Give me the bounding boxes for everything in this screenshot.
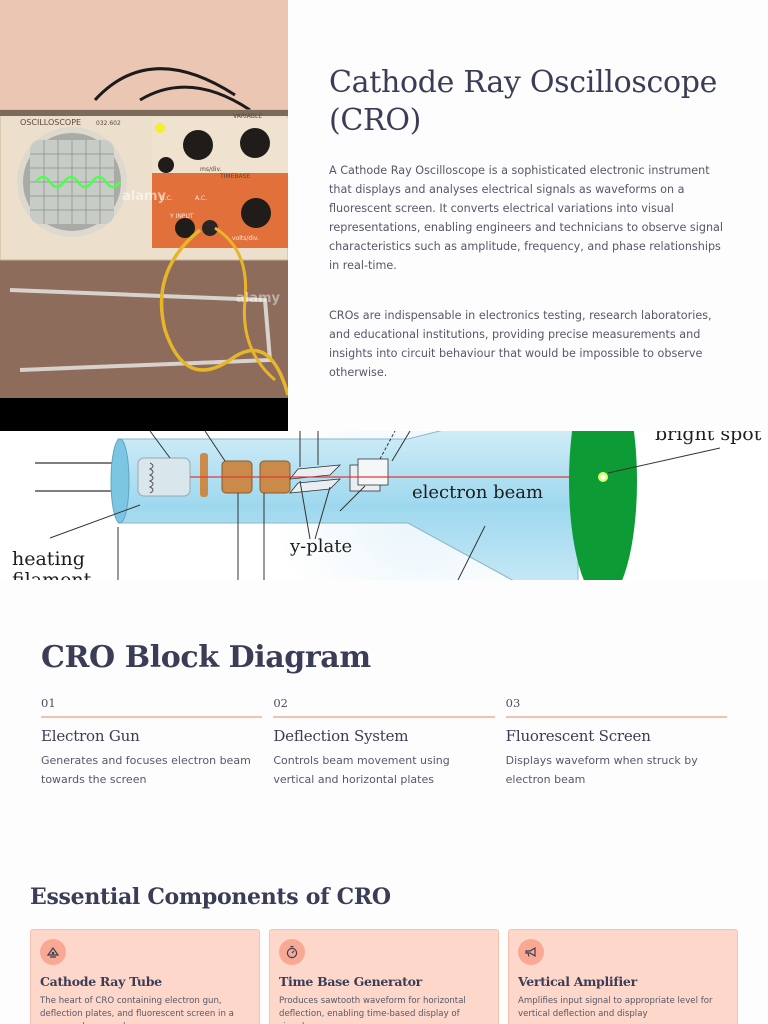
- block-diagram-title: CRO Block Diagram: [41, 640, 371, 675]
- panel-model: 032.602: [96, 120, 121, 127]
- step-divider: [273, 716, 495, 718]
- components-title: Essential Components of CRO: [30, 884, 391, 910]
- step-electron-gun: 01 Electron Gun Generates and focuses el…: [41, 696, 263, 789]
- oscilloscope-illustration: OSCILLOSCOPE 032.602 VARIABLE ms/div. TI…: [0, 0, 288, 400]
- step-description: Generates and focuses electron beam towa…: [41, 754, 251, 786]
- panel-msdiv-label: ms/div.: [200, 166, 222, 173]
- card-description: Produces sawtooth waveform for horizonta…: [279, 996, 466, 1024]
- panel-label: OSCILLOSCOPE: [20, 118, 81, 127]
- step-divider: [505, 716, 727, 718]
- step-description: Displays waveform when struck by electro…: [505, 754, 698, 786]
- label-y-plate: y-plate: [289, 536, 352, 557]
- intro-paragraph: A Cathode Ray Oscilloscope is a sophisti…: [329, 164, 724, 272]
- watermark-text: alamy: [236, 291, 281, 306]
- step-title: Fluorescent Screen: [505, 727, 651, 745]
- panel-ac-label: A.C.: [195, 195, 207, 202]
- step-deflection-system: 02 Deflection System Controls beam movem…: [273, 696, 495, 789]
- label-filament: filament: [12, 569, 92, 580]
- card-description: Amplifies input signal to appropriate le…: [518, 996, 713, 1019]
- card-description: The heart of CRO containing electron gun…: [40, 996, 234, 1024]
- megaphone-icon: [518, 939, 544, 965]
- label-bright-spot: bright spot: [655, 431, 762, 445]
- label-electron-beam: electron beam: [412, 482, 543, 503]
- card-vertical-amplifier: Vertical Amplifier Amplifies input signa…: [508, 929, 738, 1024]
- step-title: Electron Gun: [41, 727, 140, 745]
- watermark-text: alamy: [122, 189, 167, 204]
- panel-yinput-label: Y INPUT: [169, 213, 194, 220]
- oscilloscope-photo: OSCILLOSCOPE 032.602 VARIABLE ms/div. TI…: [0, 0, 288, 431]
- step-number: 02: [273, 696, 288, 710]
- page-title: Cathode Ray Oscilloscope (CRO): [329, 65, 718, 138]
- crt-icon: [40, 939, 66, 965]
- image-letterbox: [0, 398, 288, 431]
- step-number: 03: [505, 696, 521, 710]
- stopwatch-icon: [279, 939, 305, 965]
- component-cards: Cathode Ray Tube The heart of CRO contai…: [30, 929, 738, 1024]
- crt-diagram-illustration: bright spot electron beam y-plate heatin…: [12, 431, 762, 580]
- card-title: Cathode Ray Tube: [40, 974, 162, 989]
- panel-voltsdiv-label: volts/div.: [232, 235, 259, 242]
- card-time-base-generator: Time Base Generator Produces sawtooth wa…: [269, 929, 499, 1024]
- card-title: Vertical Amplifier: [518, 974, 637, 989]
- card-cathode-ray-tube: Cathode Ray Tube The heart of CRO contai…: [30, 929, 260, 1024]
- step-divider: [41, 716, 263, 718]
- panel-dc-label: D.C.: [160, 195, 173, 202]
- card-title: Time Base Generator: [279, 974, 422, 989]
- crt-diagram: bright spot electron beam y-plate heatin…: [0, 431, 768, 580]
- usage-paragraph: CROs are indispensable in electronics te…: [329, 309, 712, 379]
- step-title: Deflection System: [273, 727, 409, 745]
- panel-variable-label: VARIABLE: [233, 113, 262, 120]
- step-number: 01: [41, 696, 56, 710]
- step-description: Controls beam movement using vertical an…: [273, 754, 450, 786]
- step-fluorescent-screen: 03 Fluorescent Screen Displays waveform …: [505, 696, 727, 789]
- panel-timebase-label: TIMEBASE: [219, 173, 250, 180]
- hero-text: Cathode Ray Oscilloscope (CRO) A Cathode…: [329, 64, 734, 382]
- block-diagram-steps: 01 Electron Gun Generates and focuses el…: [41, 696, 727, 789]
- label-heating: heating: [12, 548, 85, 570]
